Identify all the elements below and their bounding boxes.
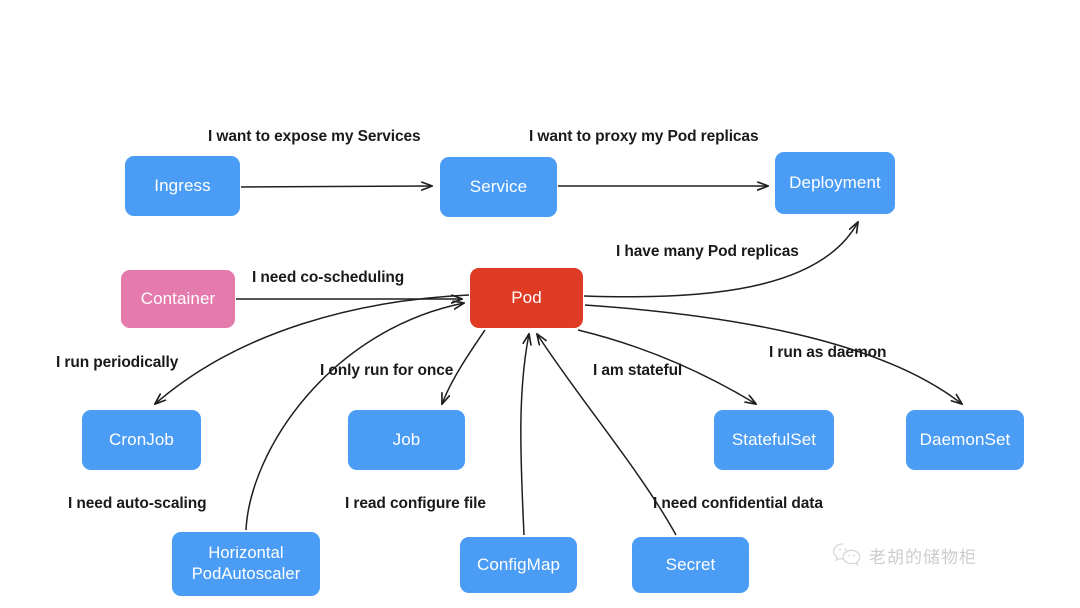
node-pod[interactable]: Pod [470,268,583,328]
edge-ingress-service [240,186,432,187]
wechat-icon [833,543,861,566]
edge-label-pod-job: I only run for once [320,362,454,379]
edge-label-container-pod: I need co-scheduling [252,269,405,286]
node-cronjob[interactable]: CronJob [82,410,201,470]
edge-label-secret-pod: I need confidential data [653,495,823,512]
edge-label-pod-daemonset: I run as daemon [769,344,887,361]
watermark-text: 老胡的储物柜 [869,547,977,568]
node-statefulset[interactable]: StatefulSet [714,410,834,470]
node-secret[interactable]: Secret [632,537,749,593]
edge-label-pod-cronjob: I run periodically [56,354,179,371]
node-daemonset[interactable]: DaemonSet [906,410,1024,470]
edge-label-ingress-service: I want to expose my Services [208,128,421,145]
watermark: 老胡的储物柜 [832,542,977,568]
node-ingress[interactable]: Ingress [125,156,240,216]
node-job[interactable]: Job [348,410,465,470]
node-container[interactable]: Container [121,270,235,328]
edge-label-service-deployment: I want to proxy my Pod replicas [529,128,759,145]
node-configmap[interactable]: ConfigMap [460,537,577,593]
node-deployment[interactable]: Deployment [775,152,895,214]
edge-label-configmap-pod: I read configure file [345,495,486,512]
edge-label-hpa-pod: I need auto-scaling [68,495,207,512]
edge-label-pod-statefulset: I am stateful [593,362,683,379]
edge-label-pod-deployment: I have many Pod replicas [616,243,799,260]
edge-configmap-pod [520,334,529,536]
node-service[interactable]: Service [440,157,557,217]
